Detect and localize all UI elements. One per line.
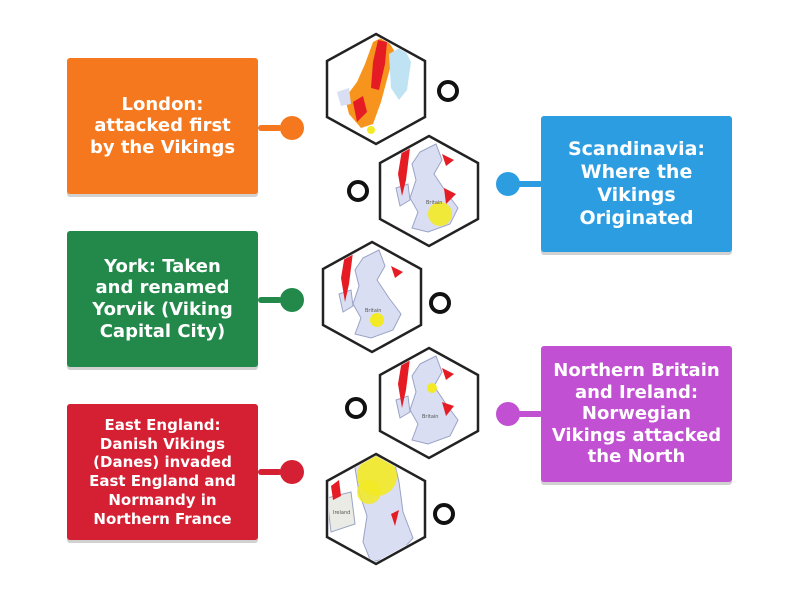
answer-slot[interactable] xyxy=(437,80,459,102)
label-text: London: attacked first by the Vikings xyxy=(89,93,236,158)
connector-stem xyxy=(258,125,282,131)
scandinavia-map-icon[interactable] xyxy=(323,32,429,146)
britain-map-icon[interactable]: Britain xyxy=(376,346,482,460)
connector-stem xyxy=(258,297,282,303)
label-text: Northern Britain and Ireland: Norwegian … xyxy=(551,360,722,468)
connector-knob[interactable] xyxy=(496,402,520,426)
label-text: York: Taken and renamed Yorvik (Viking C… xyxy=(92,255,233,342)
map-tiny-label: Britain xyxy=(422,414,438,420)
answer-slot[interactable] xyxy=(433,503,455,525)
label-card-northern-britain[interactable]: Northern Britain and Ireland: Norwegian … xyxy=(541,346,732,482)
label-text: East England: Danish Vikings (Danes) inv… xyxy=(89,415,236,528)
connector-knob[interactable] xyxy=(280,288,304,312)
connector-knob[interactable] xyxy=(280,116,304,140)
label-card-scandinavia[interactable]: Scandinavia: Where the Vikings Originate… xyxy=(541,116,732,252)
answer-slot[interactable] xyxy=(347,180,369,202)
label-card-york[interactable]: York: Taken and renamed Yorvik (Viking C… xyxy=(67,231,258,367)
connector-stem xyxy=(517,181,543,187)
label-card-east-england[interactable]: East England: Danish Vikings (Danes) inv… xyxy=(67,404,258,540)
answer-slot[interactable] xyxy=(429,292,451,314)
map-tiny-label: Britain xyxy=(365,308,381,314)
connector-knob[interactable] xyxy=(496,172,520,196)
britain-map-icon[interactable]: Britain xyxy=(376,134,482,248)
england-map-icon[interactable]: Ireland xyxy=(323,452,429,566)
label-text: Scandinavia: Where the Vikings Originate… xyxy=(567,138,706,229)
connector-knob[interactable] xyxy=(280,460,304,484)
connector-stem xyxy=(517,411,543,417)
britain-map-icon[interactable]: Britain xyxy=(319,240,425,354)
answer-slot[interactable] xyxy=(345,397,367,419)
map-tiny-label: Ireland xyxy=(333,510,350,516)
connector-stem xyxy=(258,469,282,475)
map-tiny-label: Britain xyxy=(426,200,442,206)
label-card-london[interactable]: London: attacked first by the Vikings xyxy=(67,58,258,194)
